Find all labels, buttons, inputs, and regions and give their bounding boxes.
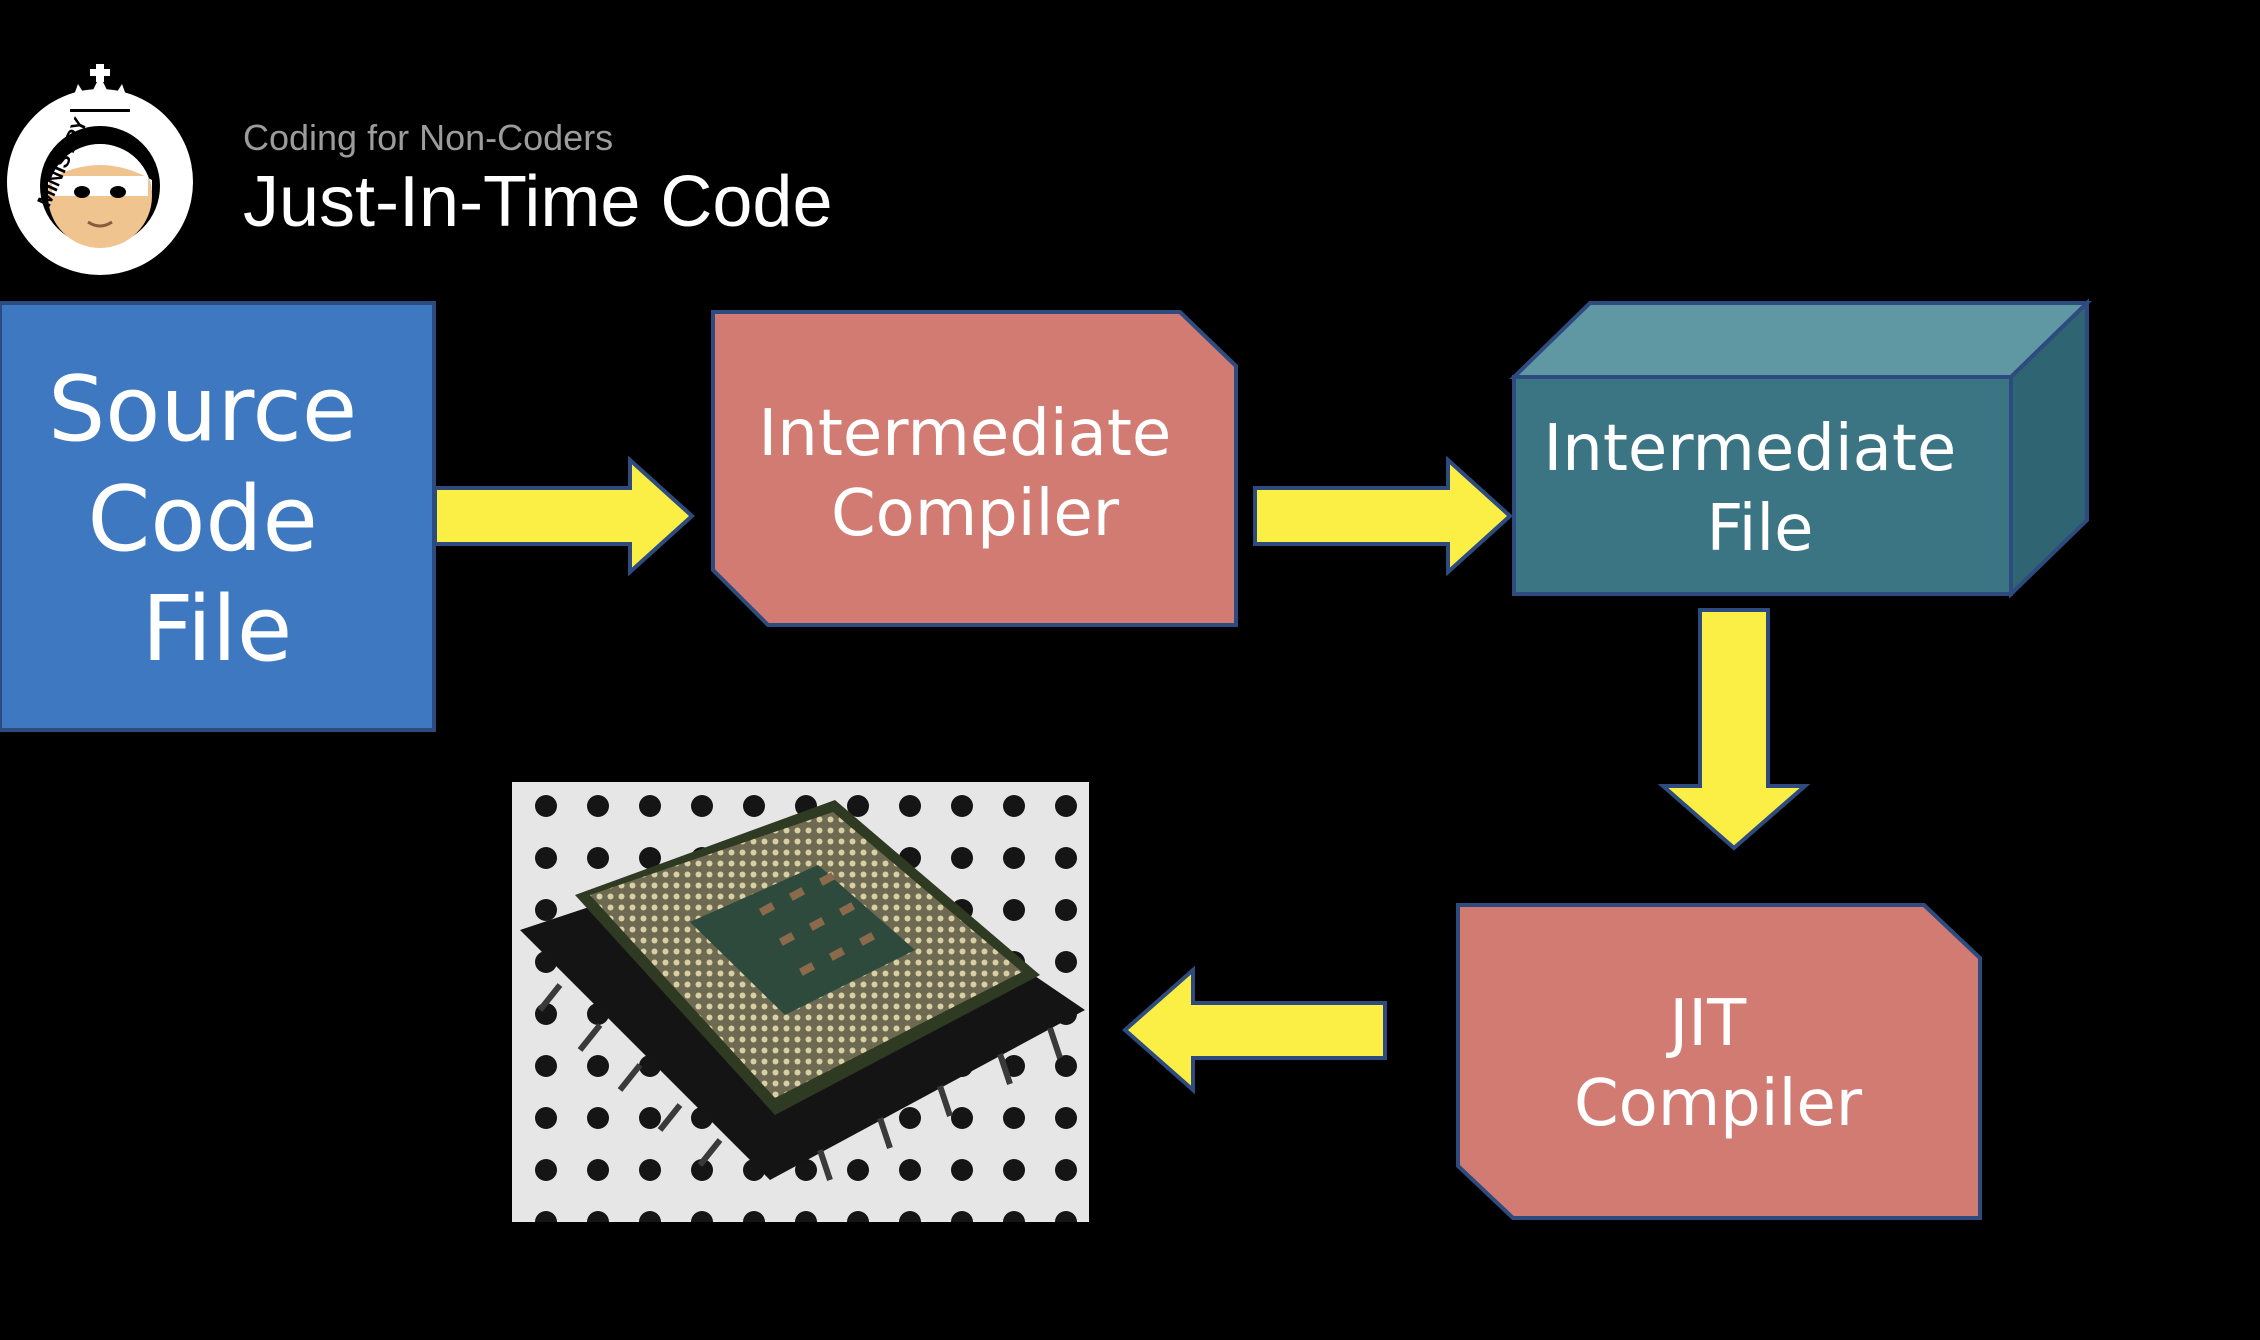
heatsink-fins — [537, 983, 1063, 1181]
arrow-jit-compiler-to-cpu — [1121, 965, 1387, 1095]
ministry-of-testing-logo: MINISTRY OF TESTING — [7, 64, 267, 275]
slide-title: Just-In-Time Code — [243, 162, 833, 242]
arrow-compiler-to-intermediate-file — [1253, 455, 1513, 577]
node-source-code-file: Source Code File — [0, 301, 436, 732]
intermediate-compiler-line-2: Compiler — [831, 477, 1120, 551]
svg-text:Intermediate File: Intermediate File — [1543, 412, 1976, 566]
intermediate-file-line-1: Intermediate — [1543, 412, 1956, 486]
arrow-source-to-intermediate-compiler — [433, 455, 695, 577]
jit-compiler-line-1: JIT — [1665, 987, 1747, 1061]
svg-text:Source Code File: Source Code File — [48, 357, 386, 682]
slide-subtitle: Coding for Non-Coders — [243, 117, 613, 158]
node-intermediate-file: Intermediate File — [1509, 298, 2092, 599]
mascot-face-icon — [48, 144, 152, 248]
jit-compiler-line-2: Compiler — [1574, 1067, 1863, 1141]
intermediate-file-line-2: File — [1706, 492, 1813, 566]
svg-text:JIT Compiler: JIT Compiler — [1574, 987, 1863, 1141]
source-line-3: File — [142, 577, 293, 682]
cube-front-face — [1512, 375, 2013, 596]
cpu-photo — [512, 782, 1089, 1222]
node-jit-compiler: JIT Compiler — [1456, 903, 1982, 1220]
cube-top-face — [1509, 301, 2092, 379]
svg-text:Intermediate Compiler: Intermediate Compiler — [758, 397, 1191, 551]
node-intermediate-compiler: Intermediate Compiler — [711, 310, 1238, 627]
arrow-intermediate-file-to-jit-compiler — [1657, 608, 1811, 851]
cpu-center-die — [690, 865, 915, 1015]
source-line-2: Code — [87, 467, 317, 572]
source-line-1: Source — [48, 357, 357, 462]
crown-icon — [68, 64, 132, 124]
cpu-capacitors — [758, 872, 876, 976]
intermediate-compiler-line-1: Intermediate — [758, 397, 1171, 471]
